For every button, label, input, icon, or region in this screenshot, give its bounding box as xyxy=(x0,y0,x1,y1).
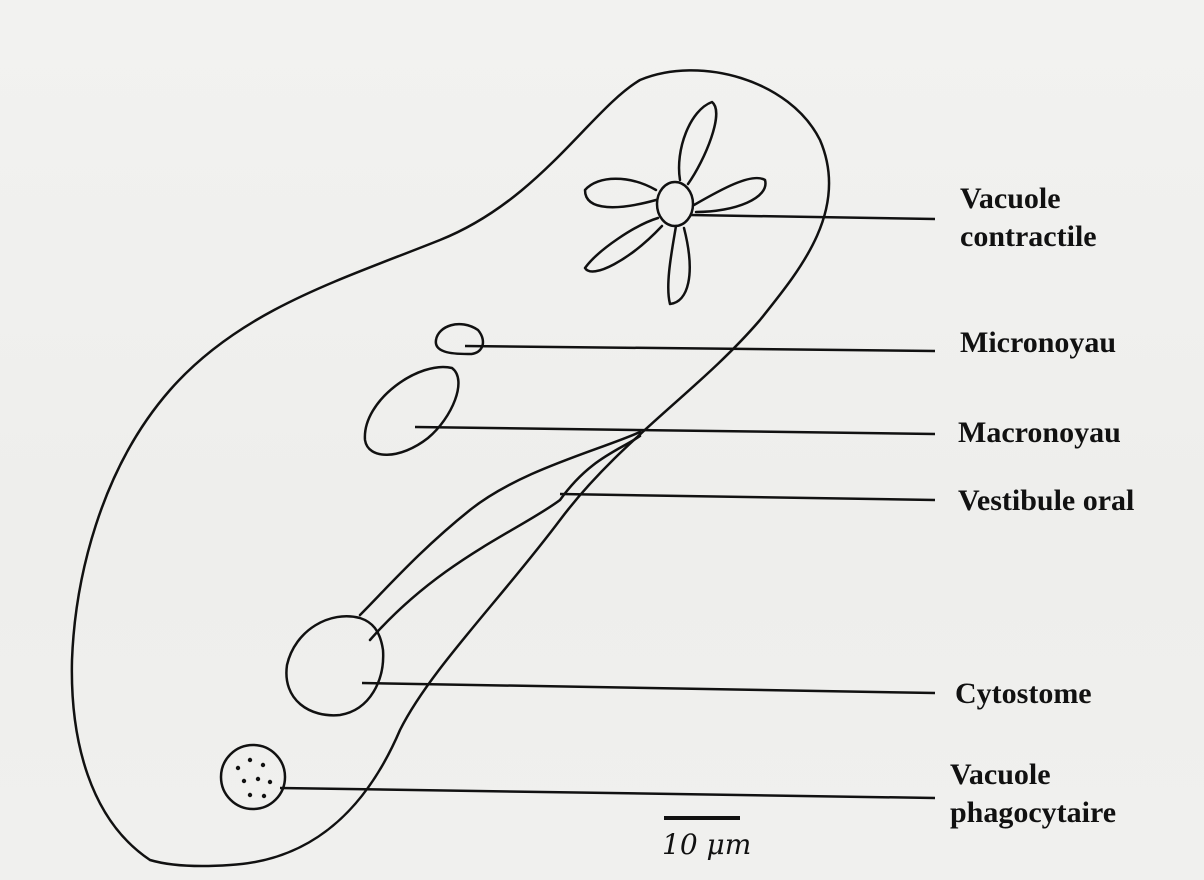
radial-canal-lower-left xyxy=(585,218,662,272)
food-vacuole-particles xyxy=(236,758,272,798)
label-micronucleus: Micronoyau xyxy=(960,324,1116,362)
radial-canal-right xyxy=(694,178,765,212)
label-macronucleus: Macronoyau xyxy=(958,414,1121,452)
macronucleus xyxy=(365,367,459,455)
radial-canal-bottom xyxy=(668,226,689,304)
radial-canal-left xyxy=(585,179,656,207)
leader-line-cytostome xyxy=(362,683,935,693)
label-cytostome: Cytostome xyxy=(955,675,1092,713)
cytostome xyxy=(286,616,383,715)
leader-line-macronucleus xyxy=(415,427,935,434)
leader-line-micronucleus xyxy=(465,346,935,351)
micronucleus xyxy=(436,324,483,354)
label-oral-vestibule: Vestibule oral xyxy=(958,482,1134,520)
food-vacuole xyxy=(221,745,285,809)
label-contractile-vacuole: Vacuole contractile xyxy=(960,180,1097,256)
leader-line-contractile xyxy=(690,215,935,219)
label-food-vacuole: Vacuole phagocytaire xyxy=(950,756,1116,832)
oral-vestibule xyxy=(360,432,640,615)
contractile-vacuole xyxy=(657,182,693,226)
leader-line-food-vacuole xyxy=(280,788,935,798)
scale-bar-label: 10 μm xyxy=(662,828,751,861)
cell-membrane xyxy=(72,70,829,866)
oral-vestibule-inner xyxy=(370,436,640,640)
radial-canal-top xyxy=(679,102,716,184)
leader-line-vestibule xyxy=(560,494,935,500)
